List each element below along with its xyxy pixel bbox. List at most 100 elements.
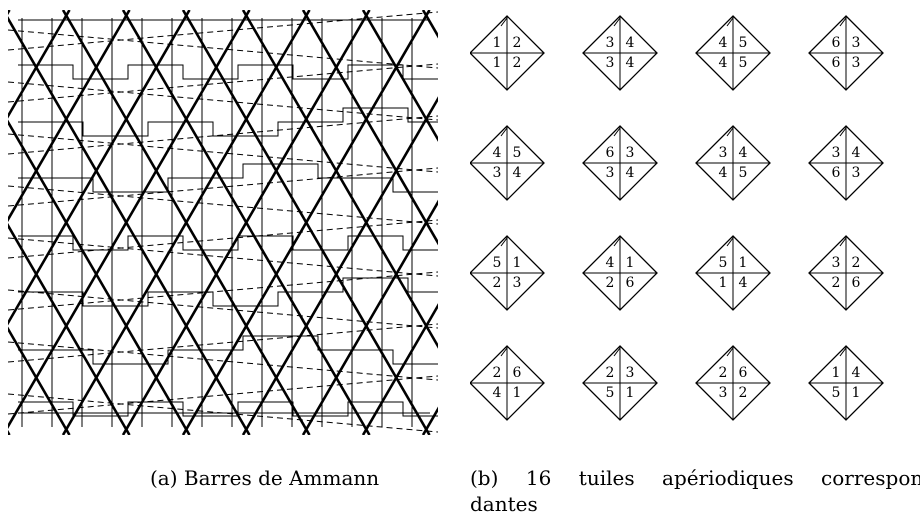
tile-number: 1 xyxy=(513,255,522,271)
tile-arrow-tip xyxy=(500,17,508,27)
tile-number: 6 xyxy=(626,275,635,291)
ammann-bar-down xyxy=(181,10,431,435)
tile-number: 1 xyxy=(493,35,502,51)
caption-b-word3: correspon- xyxy=(821,466,920,490)
tile-number: 2 xyxy=(493,365,502,381)
tile-number: 3 xyxy=(719,385,728,401)
dashed-line xyxy=(8,81,438,121)
caption-a-tag: (a) xyxy=(150,466,178,490)
tile-number: 3 xyxy=(513,275,522,291)
step-line xyxy=(18,335,438,365)
tile-number: 4 xyxy=(513,165,522,181)
dashed-line xyxy=(8,133,438,173)
tile-number: 4 xyxy=(719,35,728,51)
tile-number: 1 xyxy=(739,255,748,271)
tile-number: 4 xyxy=(739,145,748,161)
ammann-bar-down xyxy=(8,222,131,435)
ammann-bar-down xyxy=(8,429,11,435)
tile-number: 6 xyxy=(513,365,522,381)
caption-a: (a) Barres de Ammann xyxy=(150,465,379,491)
tile-number: 4 xyxy=(626,55,635,71)
ammann-bar-down xyxy=(121,10,371,435)
step-line xyxy=(18,107,438,137)
tile-number: 3 xyxy=(832,255,841,271)
dashed-line xyxy=(8,289,438,329)
tile-number: 3 xyxy=(719,145,728,161)
ammann-bar-up xyxy=(361,303,438,435)
dashed-line xyxy=(8,29,438,69)
tile-arrow-tip xyxy=(839,17,847,27)
dashed-line xyxy=(8,323,438,363)
tile-number: 5 xyxy=(493,255,502,271)
step-line xyxy=(18,163,438,193)
tile-number: 2 xyxy=(513,35,522,51)
tile-arrow-tip xyxy=(839,347,847,357)
tile-arrow-tip xyxy=(500,237,508,247)
caption-b: (b) 16 tuiles apériodiques correspon- da… xyxy=(470,465,920,517)
tile-arrow-tip xyxy=(613,127,621,137)
tile-number: 4 xyxy=(719,55,728,71)
tile-number: 1 xyxy=(626,255,635,271)
tile-number: 2 xyxy=(739,385,748,401)
tile-number: 4 xyxy=(852,365,861,381)
step-line xyxy=(18,64,438,80)
tile-number: 2 xyxy=(606,275,615,291)
caption-b-word2: apériodiques xyxy=(662,466,794,490)
caption-b-word1: tuiles xyxy=(578,466,635,490)
tile-number: 3 xyxy=(606,35,615,51)
tile-number: 4 xyxy=(719,165,728,181)
tile-arrow-tip xyxy=(726,347,734,357)
ammann-bars-figure xyxy=(8,10,438,435)
tile-arrow-tip xyxy=(726,17,734,27)
tile-number: 1 xyxy=(852,385,861,401)
tile-number: 5 xyxy=(739,165,748,181)
ammann-bar-up xyxy=(8,10,131,223)
tile-number: 4 xyxy=(739,275,748,291)
dashed-line xyxy=(8,115,438,155)
caption-a-text: Barres de Ammann xyxy=(183,466,380,490)
ammann-bar-up xyxy=(8,10,71,119)
dashed-line xyxy=(8,341,438,381)
tile-number: 5 xyxy=(606,385,615,401)
ammann-bar-down xyxy=(361,10,438,142)
tile-number: 6 xyxy=(832,35,841,51)
ammann-bar-lines xyxy=(8,10,438,435)
tile-number: 2 xyxy=(832,275,841,291)
tile-number: 6 xyxy=(852,275,861,291)
tile-number: 3 xyxy=(852,55,861,71)
tile-number: 6 xyxy=(739,365,748,381)
tile-number: 3 xyxy=(606,165,615,181)
tile-number: 2 xyxy=(513,55,522,71)
dashed-line xyxy=(8,393,438,433)
ammann-bar-down xyxy=(8,16,251,435)
tile-arrow-tip xyxy=(613,347,621,357)
caption-b-count: 16 xyxy=(525,466,552,490)
tile-number: 4 xyxy=(626,165,635,181)
tile-arrow-tip xyxy=(839,237,847,247)
tile-number: 3 xyxy=(493,165,502,181)
tile-number: 4 xyxy=(852,145,861,161)
tile-number: 3 xyxy=(832,145,841,161)
tile-number: 5 xyxy=(739,35,748,51)
tile-number: 4 xyxy=(606,255,615,271)
tile-number: 2 xyxy=(606,365,615,381)
tile-arrow-tip xyxy=(726,237,734,247)
tile-arrow-tip xyxy=(500,347,508,357)
tile-number: 1 xyxy=(493,55,502,71)
tile-arrow-tip xyxy=(726,127,734,137)
tile-number: 5 xyxy=(513,145,522,161)
step-line xyxy=(18,401,438,417)
